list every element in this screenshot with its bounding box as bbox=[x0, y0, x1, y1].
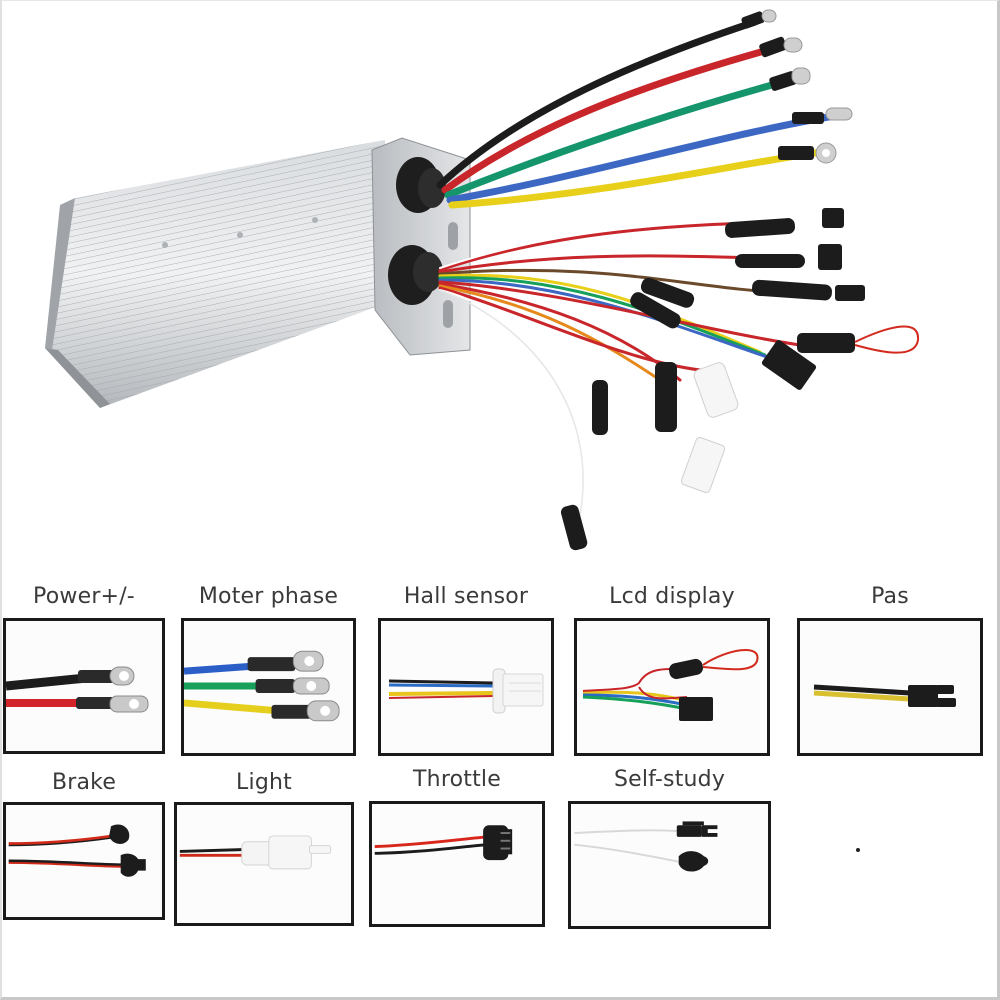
connector-card-lcd-display: Lcd display bbox=[574, 584, 770, 756]
connector-photo-lcd-display bbox=[574, 618, 770, 756]
connector-card-self-study: Self-study bbox=[568, 767, 771, 929]
harness-connectors bbox=[560, 208, 920, 551]
connector-label-throttle: Throttle bbox=[413, 767, 501, 792]
connector-card-light: Light bbox=[174, 770, 354, 926]
light-plug-icon bbox=[179, 835, 332, 870]
connector-label-motor-phase: Moter phase bbox=[198, 584, 339, 609]
connector-photo-hall-sensor bbox=[378, 618, 554, 756]
connector-label-pas: Pas bbox=[871, 584, 909, 609]
motor-phase-lug-icon bbox=[184, 650, 340, 722]
connector-card-brake: Brake bbox=[3, 770, 165, 920]
brake-plug-icon bbox=[8, 824, 146, 877]
connector-label-lcd-display: Lcd display bbox=[609, 584, 735, 609]
self-study-plug-icon bbox=[574, 821, 718, 872]
connector-label-light: Light bbox=[236, 770, 292, 795]
connector-photo-throttle bbox=[369, 801, 545, 927]
connector-photo-pas bbox=[797, 618, 983, 756]
connector-label-brake: Brake bbox=[51, 770, 117, 795]
lcd-display-plug-icon bbox=[582, 649, 759, 721]
connector-card-power: Power+/- bbox=[3, 584, 165, 754]
connector-card-hall-sensor: Hall sensor bbox=[378, 584, 554, 756]
connector-photo-motor-phase bbox=[181, 618, 356, 756]
connector-label-self-study: Self-study bbox=[613, 767, 726, 792]
connector-card-throttle: Throttle bbox=[369, 767, 545, 927]
connector-photo-self-study bbox=[568, 801, 771, 929]
power-lug-icon bbox=[6, 666, 149, 713]
connector-photo-brake bbox=[3, 802, 165, 920]
connector-photo-light bbox=[174, 802, 354, 926]
connector-label-hall-sensor: Hall sensor bbox=[403, 584, 529, 609]
ring-lugs bbox=[741, 9, 853, 164]
signal-harness-wires bbox=[438, 217, 802, 516]
controller-illustration bbox=[45, 9, 920, 551]
controller-body bbox=[45, 137, 471, 408]
throttle-plug-icon bbox=[374, 825, 513, 861]
pas-plug-icon bbox=[813, 684, 956, 707]
controller-product-photo bbox=[45, 9, 920, 551]
hall-sensor-plug-icon bbox=[388, 668, 544, 714]
connector-card-motor-phase: Moter phase bbox=[181, 584, 356, 756]
connector-card-pas: Pas bbox=[797, 584, 983, 756]
connector-photo-power bbox=[3, 618, 165, 754]
stray-dot-mark bbox=[856, 848, 860, 852]
connector-label-power: Power+/- bbox=[33, 584, 135, 609]
